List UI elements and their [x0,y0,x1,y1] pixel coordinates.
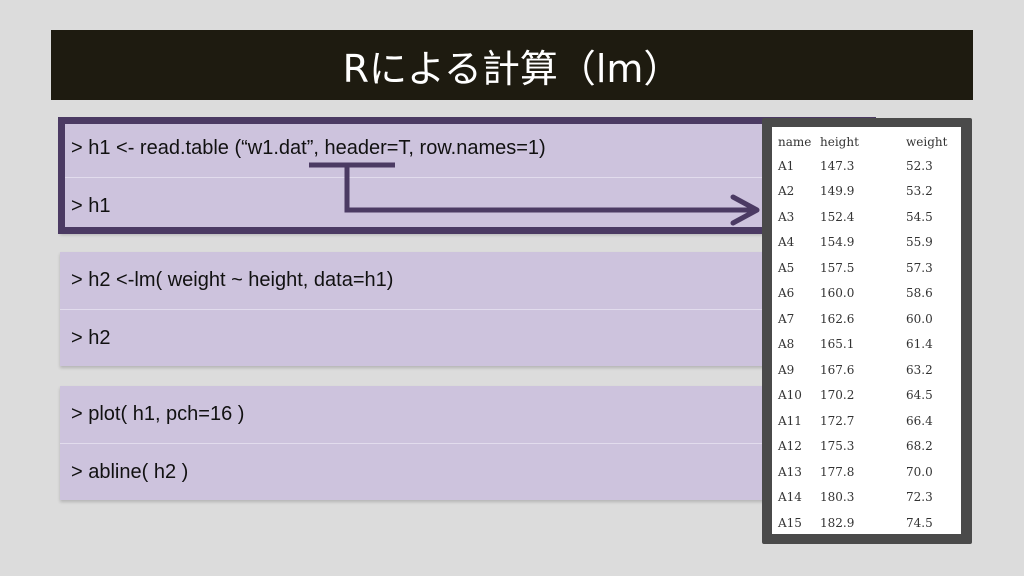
table-cell: 165.1 [820,337,855,352]
table-row: A13 177.8 70.0 [778,459,955,485]
slide-title: Rによる計算（lm） [342,46,682,91]
table-row: A9 167.6 63.2 [778,357,955,383]
table-row: A6 160.0 58.6 [778,281,955,307]
table-cell: 53.2 [906,184,933,199]
data-table-sheet: name height weight A1 147.3 52.3 A2 149.9 53… [772,127,961,534]
table-cell: 70.0 [906,464,933,479]
table-cell: 147.3 [820,158,855,173]
data-table: name height weight A1 147.3 52.3 A2 149.9 53… [778,131,955,536]
table-cell: A1 [778,158,795,173]
table-cell: A12 [778,439,802,454]
table-cell: A14 [778,490,802,505]
code-block-lm: > h2 <-lm( weight ~ height, data=h1) > h… [60,252,765,366]
table-cell: 72.3 [906,490,933,505]
code-line: > h1 [60,177,765,234]
table-row: A5 157.5 57.3 [778,255,955,281]
table-cell: 66.4 [906,413,933,428]
table-row: A12 175.3 68.2 [778,434,955,460]
table-row: A11 172.7 66.4 [778,408,955,434]
table-cell: 149.9 [820,184,855,199]
table-cell: A7 [778,311,795,326]
table-cell: 154.9 [820,235,855,250]
table-row: A1 147.3 52.3 [778,153,955,179]
table-cell: A9 [778,362,795,377]
code-line: > h2 <-lm( weight ~ height, data=h1) [71,269,394,291]
table-cell: A2 [778,184,795,199]
table-cell: 175.3 [820,439,855,454]
table-cell: A10 [778,388,802,403]
table-cell: 58.6 [906,286,933,301]
data-table-panel: name height weight A1 147.3 52.3 A2 149.9 53… [762,118,972,544]
code-line: > h1 <- read.table (“w1.dat”, header=T, … [71,137,546,159]
code-line: > abline( h2 ) [60,443,765,500]
table-cell: 68.2 [906,439,933,454]
table-cell: A5 [778,260,795,275]
table-cell: 177.8 [820,464,855,479]
table-cell: 63.2 [906,362,933,377]
table-cell: A8 [778,337,795,352]
table-cell: A6 [778,286,795,301]
table-cell: 160.0 [820,286,855,301]
table-cell: 170.2 [820,388,855,403]
table-cell: 74.5 [906,515,933,530]
table-cell: 57.3 [906,260,933,275]
table-cell: 52.3 [906,158,933,173]
table-cell: A15 [778,515,802,530]
table-cell: 167.6 [820,362,855,377]
table-row: A10 170.2 64.5 [778,383,955,409]
table-cell: 152.4 [820,209,855,224]
table-cell: 61.4 [906,337,933,352]
table-cell: 54.5 [906,209,933,224]
table-cell: 157.5 [820,260,855,275]
table-cell: 162.6 [820,311,855,326]
code-line: > plot( h1, pch=16 ) [71,403,245,425]
table-row: A8 165.1 61.4 [778,332,955,358]
table-cell: 172.7 [820,413,855,428]
column-header: weight [906,135,948,149]
table-cell: 64.5 [906,388,933,403]
code-block-plot: > plot( h1, pch=16 ) > abline( h2 ) [60,386,765,500]
table-row: A4 154.9 55.9 [778,230,955,256]
table-row: A7 162.6 60.0 [778,306,955,332]
table-cell: 182.9 [820,515,855,530]
table-header-row: name height weight [778,131,955,153]
table-row: A15 182.9 74.5 [778,510,955,536]
table-row: A2 149.9 53.2 [778,179,955,205]
table-cell: A4 [778,235,795,250]
table-cell: 60.0 [906,311,933,326]
table-cell: 180.3 [820,490,855,505]
code-block-read-table: > h1 <- read.table (“w1.dat”, header=T, … [60,120,765,233]
table-cell: 55.9 [906,235,933,250]
table-row: A14 180.3 72.3 [778,485,955,511]
table-cell: A3 [778,209,795,224]
column-header: height [820,135,859,149]
table-cell: A11 [778,413,802,428]
slide-title-bar: Rによる計算（lm） [51,30,973,100]
table-row: A3 152.4 54.5 [778,204,955,230]
code-line: > h2 [60,309,765,366]
column-header: name [778,135,812,149]
table-cell: A13 [778,464,802,479]
